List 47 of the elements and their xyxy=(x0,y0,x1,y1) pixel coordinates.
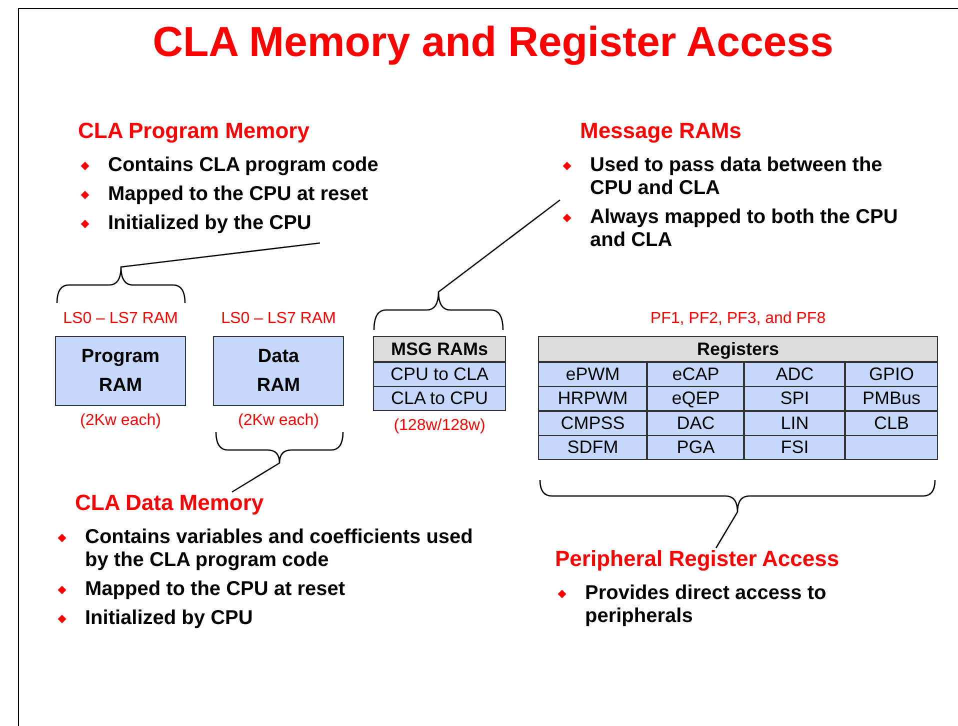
table-cell: SPI xyxy=(744,387,844,410)
table-cell: DAC xyxy=(648,412,744,434)
table-cell: ADC xyxy=(744,362,844,386)
bullet-text: Used to pass data between the CPU and CLA xyxy=(590,154,884,200)
table-cell: CMPSS xyxy=(539,412,646,434)
brace-leader-line xyxy=(56,242,321,304)
bullet-text: Contains CLA program code xyxy=(108,154,378,177)
table-header: Registers xyxy=(539,337,937,361)
register-table xyxy=(373,336,506,411)
size-label: (128w/128w) xyxy=(394,417,486,435)
size-label: (2Kw each) xyxy=(80,412,161,430)
table-cell: CPU to CLA xyxy=(374,362,505,386)
memory-range-label: PF1, PF2, PF3, and PF8 xyxy=(650,310,826,328)
brace-leader-line xyxy=(539,479,936,549)
bullet-text: Initialized by the CPU xyxy=(108,212,312,235)
section-heading: Message RAMs xyxy=(580,118,742,144)
table-cell: FSI xyxy=(744,436,844,459)
bullet-text: Initialized by CPU xyxy=(85,607,253,630)
section-heading: CLA Data Memory xyxy=(75,490,264,516)
table-cell: LIN xyxy=(744,412,844,434)
table-cell: HRPWM xyxy=(539,387,646,410)
table-cell: PGA xyxy=(648,436,744,459)
bullet-text: Contains variables and coefficients used by the CLA program code xyxy=(85,526,474,572)
brace-leader-line xyxy=(215,431,344,493)
memory-block: Data RAM xyxy=(213,336,344,406)
memory-block: Program RAM xyxy=(55,336,186,406)
table-cell: eQEP xyxy=(648,387,744,410)
brace-leader-line xyxy=(373,199,561,331)
table-cell: eCAP xyxy=(648,362,744,386)
table-header: MSG RAMs xyxy=(374,337,505,361)
register-table xyxy=(538,336,938,460)
memory-range-label: LS0 – LS7 RAM xyxy=(63,310,178,328)
table-cell: CLA to CPU xyxy=(374,387,505,410)
slide-title: CLA Memory and Register Access xyxy=(152,18,834,66)
table-cell: CLB xyxy=(846,412,937,434)
bullet-text: Mapped to the CPU at reset xyxy=(85,578,346,601)
bullet-text: Always mapped to both the CPU and CLA xyxy=(590,206,899,252)
bullet-text: Provides direct access to peripherals xyxy=(585,582,828,628)
section-heading: Peripheral Register Access xyxy=(555,546,840,572)
bullet-text: Mapped to the CPU at reset xyxy=(108,183,368,206)
memory-range-label: LS0 – LS7 RAM xyxy=(221,310,336,328)
table-cell: ePWM xyxy=(539,362,646,386)
table-cell: SDFM xyxy=(539,436,646,459)
table-cell: PMBus xyxy=(846,387,937,410)
table-cell: GPIO xyxy=(846,362,937,386)
size-label: (2Kw each) xyxy=(238,412,319,430)
section-heading: CLA Program Memory xyxy=(78,118,310,144)
